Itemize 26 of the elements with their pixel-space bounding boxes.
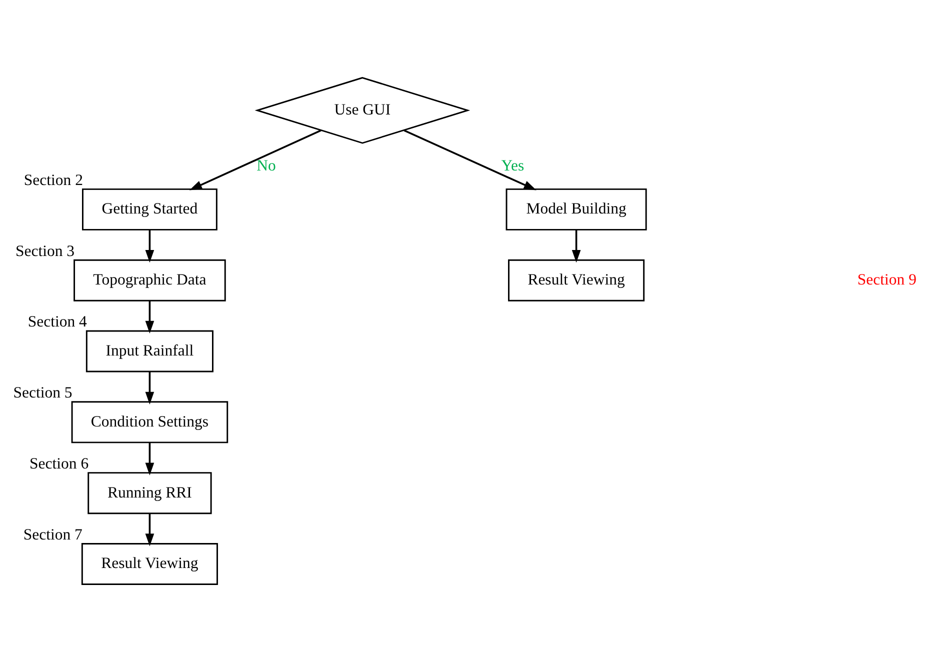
- arrow: [403, 130, 536, 190]
- node-label: Section 6: [29, 456, 88, 473]
- arrow: [144, 372, 154, 404]
- arrow: [144, 442, 154, 476]
- node-box: Topographic Data: [73, 259, 226, 302]
- arrow: [571, 230, 580, 263]
- node-box: Model Building: [505, 188, 646, 230]
- node-box: Condition Settings: [70, 401, 228, 444]
- node-label: Section 5: [12, 384, 72, 402]
- node-box: Getting Started: [82, 188, 217, 230]
- arrow: [144, 300, 154, 334]
- node-diamond: Use GUI: [254, 76, 470, 144]
- node-label: Section 7: [22, 526, 82, 544]
- node-label: Section 4: [27, 314, 86, 331]
- node-box: Running RRI: [87, 472, 212, 514]
- edge-label: Yes: [500, 157, 524, 174]
- label: Section 9: [856, 272, 916, 289]
- node-label: Section 3: [14, 242, 74, 260]
- arrow: [144, 514, 154, 546]
- edge-label: No: [256, 157, 276, 174]
- node-box: Result Viewing: [508, 259, 644, 302]
- node-box: Input Rainfall: [85, 330, 213, 372]
- arrow: [144, 230, 154, 263]
- node-label: Section 2: [23, 172, 82, 189]
- node-box: Result Viewing: [80, 543, 218, 585]
- arrow: [188, 130, 321, 190]
